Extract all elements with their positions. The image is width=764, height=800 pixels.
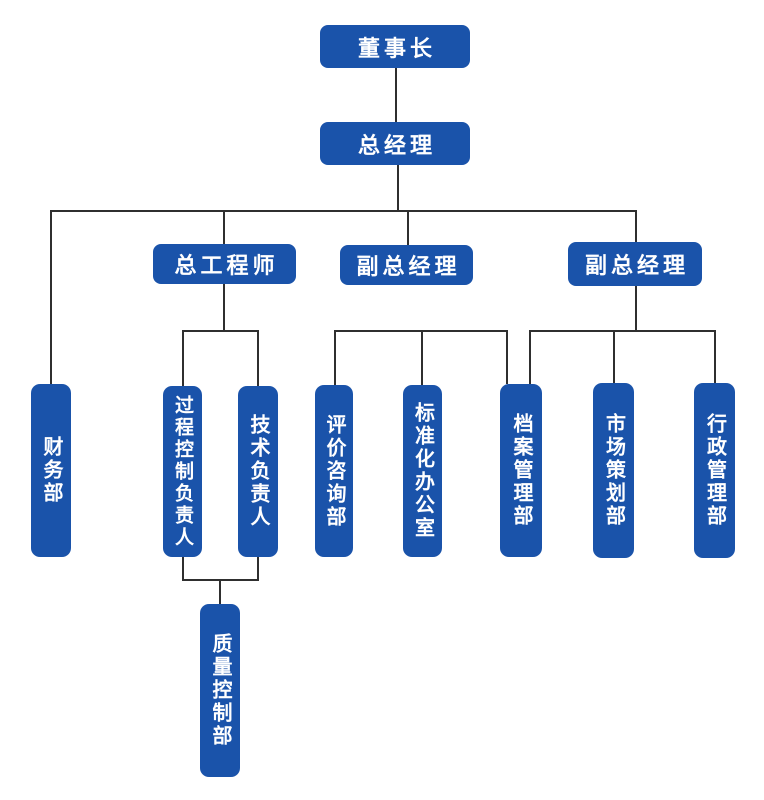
connector-drop-quality-control xyxy=(219,579,221,604)
node-evaluation-consulting-dept: 评价咨询部 xyxy=(315,385,353,557)
node-chief-engineer: 总工程师 xyxy=(153,244,296,284)
node-technical-lead: 技术负责人 xyxy=(238,386,278,557)
node-archives-dept-label: 档案管理部 xyxy=(510,413,532,528)
connector-drop-deputy-gm-1 xyxy=(407,210,409,245)
connector-drop-archives-left xyxy=(506,330,508,384)
node-chief-engineer-label: 总工程师 xyxy=(174,253,279,278)
connector-chief-engineer-stem xyxy=(223,283,225,331)
node-finance-dept: 财务部 xyxy=(31,384,71,557)
node-admin-dept: 行政管理部 xyxy=(694,383,735,558)
connector-gm-stem xyxy=(397,165,399,211)
node-finance-dept-label: 财务部 xyxy=(40,436,62,505)
node-chairman: 董事长 xyxy=(320,25,470,68)
node-deputy-gm-2-label: 副总经理 xyxy=(584,253,689,278)
node-standardization-office: 标准化办公室 xyxy=(403,385,442,557)
node-marketing-planning-dept: 市场策划部 xyxy=(593,383,634,558)
connector-drop-finance xyxy=(50,210,52,384)
connector-chairman-gm xyxy=(395,68,397,122)
connector-process-control-down xyxy=(182,557,184,581)
node-deputy-gm-1: 副总经理 xyxy=(340,245,473,285)
connector-technical-lead-down xyxy=(257,557,259,581)
node-archives-dept: 档案管理部 xyxy=(500,384,542,557)
connector-drop-evaluation xyxy=(334,330,336,385)
connector-drop-standardization xyxy=(421,330,423,385)
node-general-manager-label: 总经理 xyxy=(357,132,436,158)
node-evaluation-consulting-dept-label: 评价咨询部 xyxy=(323,413,345,529)
node-marketing-planning-dept-label: 市场策划部 xyxy=(602,413,625,528)
node-chairman-label: 董事长 xyxy=(357,35,436,61)
node-technical-lead-label: 技术负责人 xyxy=(247,414,269,529)
connector-drop-marketing xyxy=(613,330,615,383)
connector-drop-deputy-gm-2 xyxy=(635,210,637,242)
node-quality-control-dept: 质量控制部 xyxy=(200,604,240,777)
node-process-control-lead-label: 过程控制负责人 xyxy=(172,394,193,549)
node-quality-control-dept-label: 质量控制部 xyxy=(209,633,231,748)
node-deputy-gm-1-label: 副总经理 xyxy=(356,254,461,279)
node-admin-dept-label: 行政管理部 xyxy=(703,413,726,528)
connector-drop-archives-right xyxy=(529,330,531,384)
node-standardization-office-label: 标准化办公室 xyxy=(411,402,434,540)
node-general-manager: 总经理 xyxy=(320,122,470,165)
node-deputy-gm-2: 副总经理 xyxy=(568,242,702,286)
connector-drop-process-control xyxy=(182,330,184,386)
connector-main-horizontal xyxy=(50,210,637,212)
connector-chief-engineer-horizontal xyxy=(182,330,259,332)
connector-drop-chief-engineer xyxy=(223,210,225,244)
connector-drop-admin xyxy=(714,330,716,383)
connector-deputy-gm-2-horizontal xyxy=(529,330,716,332)
connector-drop-technical-lead xyxy=(257,330,259,386)
connector-deputy-gm-2-stem xyxy=(635,286,637,331)
node-process-control-lead: 过程控制负责人 xyxy=(163,386,202,557)
